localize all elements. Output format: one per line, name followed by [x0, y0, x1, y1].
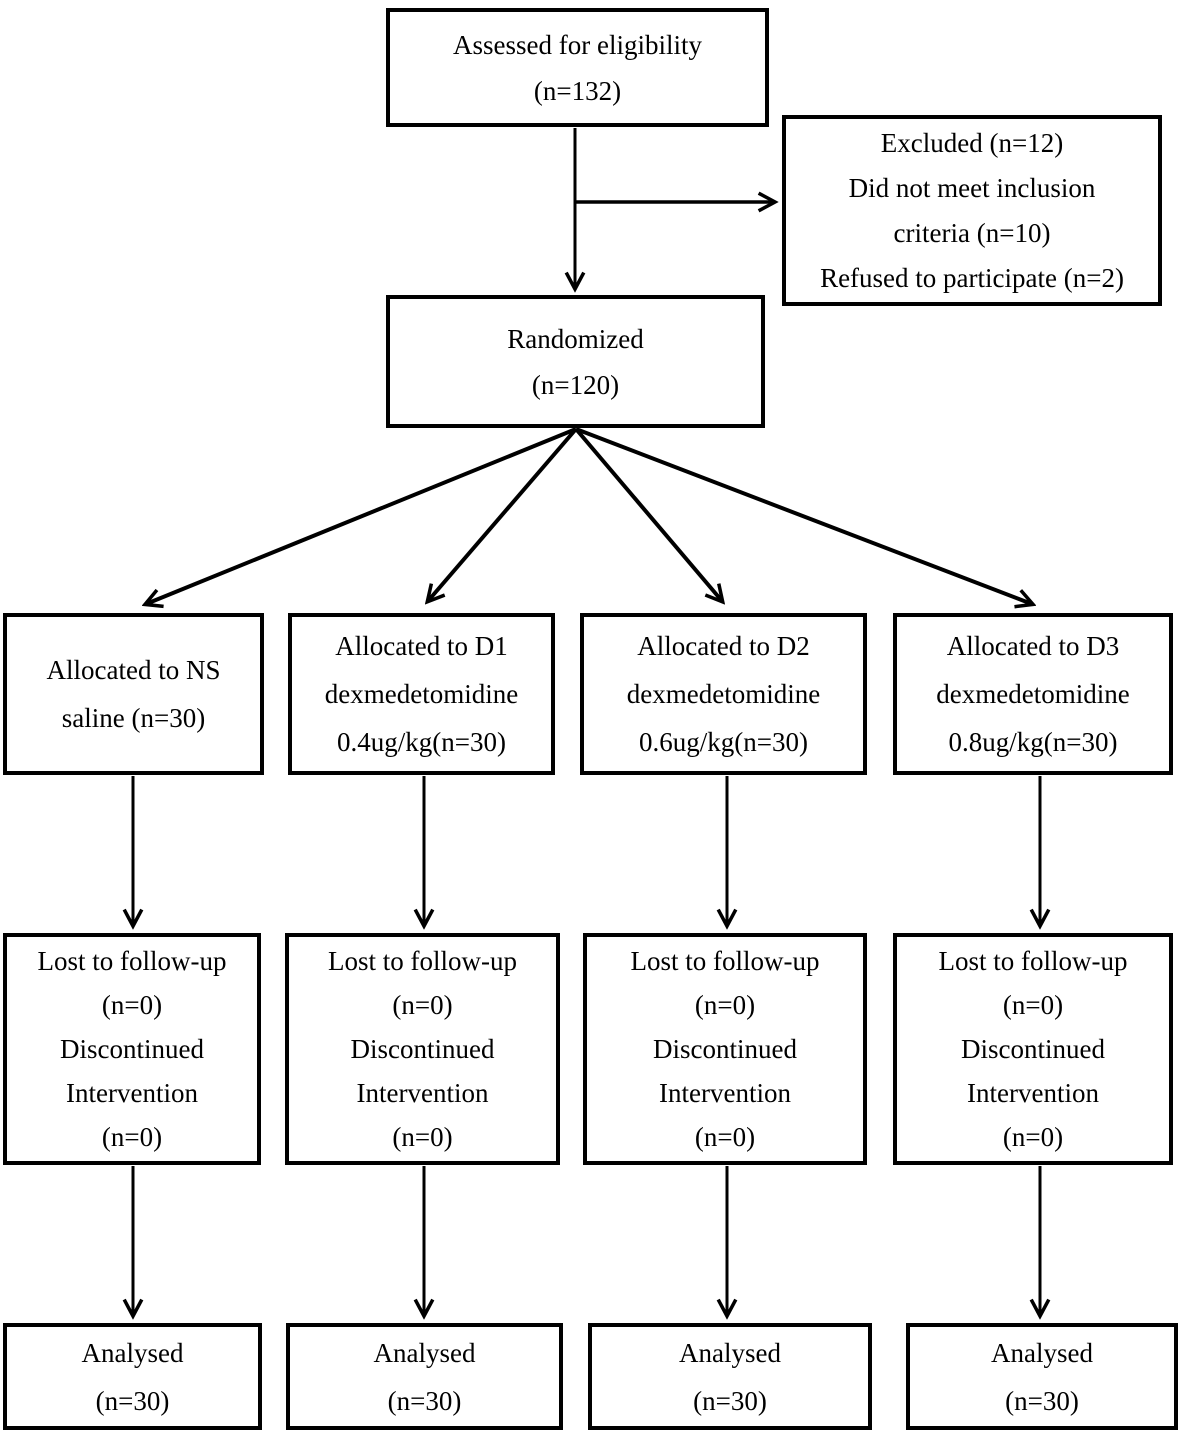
followup-line: Lost to follow-up [37, 946, 227, 976]
analysed-line: Analysed [991, 1337, 1093, 1368]
assessed-eligibility-box: Assessed for eligibility (n=132) [386, 8, 769, 127]
followup-line: Lost to follow-up [328, 946, 517, 976]
allocated-line: 0.8ug/kg(n=30) [948, 727, 1118, 757]
allocated-line: dexmedetomidine [324, 679, 519, 709]
followup-line: Discontinued [653, 1034, 797, 1064]
arrow-randomized-to-d3 [575, 427, 1032, 604]
followup-line: (n=0) [1002, 1122, 1064, 1152]
allocated-line: Allocated to NS [46, 655, 221, 685]
allocated-line: saline (n=30) [61, 703, 206, 733]
assessed-line: Assessed for eligibility [453, 29, 702, 60]
assessed-count: (n=132) [533, 75, 622, 106]
analysed-d2-box: Analysed (n=30) [588, 1323, 872, 1430]
followup-line: (n=0) [694, 1122, 756, 1152]
excluded-line: Excluded (n=12) [880, 127, 1064, 158]
excluded-box: Excluded (n=12) Did not meet inclusion c… [782, 115, 1162, 306]
analysed-count: (n=30) [693, 1385, 767, 1416]
allocated-d3-box: Allocated to D3 dexmedetomidine 0.8ug/kg… [893, 613, 1173, 775]
followup-line: (n=0) [392, 1122, 453, 1152]
followup-line: Intervention [659, 1078, 791, 1108]
analysed-count: (n=30) [387, 1385, 462, 1416]
arrow-randomized-to-d1 [428, 427, 578, 601]
allocated-line: Allocated to D1 [335, 631, 508, 661]
followup-ns-box: Lost to follow-up (n=0) Discontinued Int… [3, 933, 261, 1165]
allocated-d2-box: Allocated to D2 dexmedetomidine 0.6ug/kg… [580, 613, 867, 775]
allocated-line: Allocated to D2 [637, 631, 810, 661]
randomized-line: Randomized [507, 323, 644, 354]
excluded-line: criteria (n=10) [893, 217, 1051, 248]
analysed-count: (n=30) [95, 1385, 170, 1416]
followup-line: (n=0) [694, 990, 756, 1020]
arrow-randomized-to-ns [146, 427, 577, 604]
followup-d3-box: Lost to follow-up (n=0) Discontinued Int… [893, 933, 1173, 1165]
followup-line: Lost to follow-up [938, 946, 1128, 976]
arrow-randomized-to-d2 [574, 427, 722, 601]
analysed-d3-box: Analysed (n=30) [906, 1323, 1178, 1430]
followup-d2-box: Lost to follow-up (n=0) Discontinued Int… [583, 933, 867, 1165]
allocated-line: 0.6ug/kg(n=30) [639, 727, 808, 757]
followup-d1-box: Lost to follow-up (n=0) Discontinued Int… [285, 933, 560, 1165]
excluded-line: Refused to participate (n=2) [820, 262, 1124, 293]
allocated-line: Allocated to D3 [946, 631, 1120, 661]
analysed-ns-box: Analysed (n=30) [3, 1323, 262, 1430]
randomized-box: Randomized (n=120) [386, 295, 765, 428]
followup-line: Discontinued [350, 1034, 495, 1064]
followup-line: Discontinued [961, 1034, 1105, 1064]
analysed-line: Analysed [81, 1337, 184, 1368]
followup-line: (n=0) [101, 1122, 163, 1152]
allocated-ns-box: Allocated to NS saline (n=30) [3, 613, 264, 775]
allocated-d1-box: Allocated to D1 dexmedetomidine 0.4ug/kg… [288, 613, 555, 775]
followup-line: Intervention [66, 1078, 198, 1108]
allocated-line: dexmedetomidine [936, 679, 1130, 709]
allocated-line: dexmedetomidine [626, 679, 821, 709]
followup-line: Lost to follow-up [630, 946, 820, 976]
followup-line: (n=0) [392, 990, 453, 1020]
allocated-line: 0.4ug/kg(n=30) [337, 727, 506, 757]
followup-line: Intervention [356, 1078, 489, 1108]
excluded-line: Did not meet inclusion [848, 172, 1096, 203]
followup-line: Intervention [967, 1078, 1099, 1108]
analysed-count: (n=30) [1005, 1385, 1079, 1416]
followup-line: (n=0) [1002, 990, 1064, 1020]
analysed-line: Analysed [679, 1337, 781, 1368]
followup-line: Discontinued [60, 1034, 204, 1064]
analysed-d1-box: Analysed (n=30) [286, 1323, 563, 1430]
randomized-count: (n=120) [531, 369, 620, 400]
followup-line: (n=0) [101, 990, 163, 1020]
analysed-line: Analysed [373, 1337, 476, 1368]
